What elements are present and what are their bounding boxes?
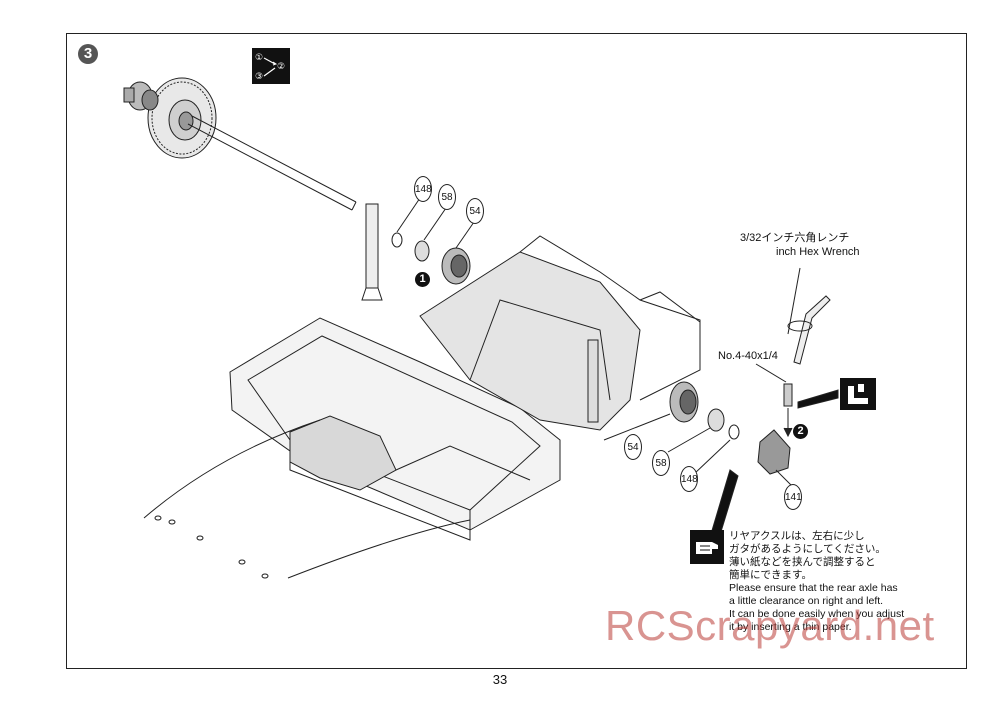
note-line: It can be done easily when you adjust: [729, 608, 905, 620]
note-line: it by inserting a thin paper.: [729, 621, 852, 633]
part-callout-58-left: 58: [438, 184, 456, 210]
note-line: ガタがあるようにしてください。: [729, 543, 886, 555]
adjustment-note: リヤアクスルは、左右に少し ガタがあるようにしてください。 薄い紙などを挟んで調…: [729, 530, 904, 634]
step-number-badge: 3: [78, 44, 98, 64]
watermark: RCScrapyard.net: [605, 602, 935, 649]
slipper-hub: [123, 81, 159, 111]
pointing-hand-icon: [690, 530, 724, 564]
front-mount: [289, 415, 397, 491]
note-line: 簡単にできます。: [729, 569, 812, 581]
part-callout-141-right: 141: [784, 484, 802, 510]
note-line: リヤアクスルは、左右に少し: [729, 530, 865, 542]
part-callout-54-right: 54: [624, 434, 642, 460]
chassis-tub: [229, 317, 561, 531]
assembly-sequence-icon: ① ② ③: [252, 48, 290, 84]
page-frame: [66, 33, 967, 669]
part-callout-148-left: 148: [414, 176, 432, 202]
hex-wrench-label-jp: 3/32インチ六角レンチ: [740, 232, 850, 244]
sequence-mark-2: ②: [277, 62, 285, 72]
hex-wrench-label-en: inch Hex Wrench: [776, 246, 860, 258]
hub-carrier: [757, 429, 791, 475]
hex-wrench: [793, 295, 831, 365]
part-callout-148-right: 148: [680, 466, 698, 492]
note-line: 薄い紙などを挟んで調整すると: [729, 556, 876, 568]
step-bullet-2: 2: [793, 424, 808, 439]
sequence-mark-1: ①: [255, 53, 263, 63]
page-number: 33: [492, 672, 508, 687]
sequence-mark-3: ③: [255, 72, 263, 82]
note-line: a little clearance on right and left.: [729, 595, 884, 607]
step-bullet-1: 1: [415, 272, 430, 287]
hex-wrench-tool-icon: [840, 378, 876, 410]
rear-bulkhead: [419, 251, 641, 431]
note-line: Please ensure that the rear axle has: [729, 582, 898, 594]
part-callout-58-right: 58: [652, 450, 670, 476]
screw-label: No.4-40x1/4: [718, 350, 778, 362]
spur-gear: [147, 77, 217, 159]
post: [361, 203, 383, 301]
part-callout-54-left: 54: [466, 198, 484, 224]
